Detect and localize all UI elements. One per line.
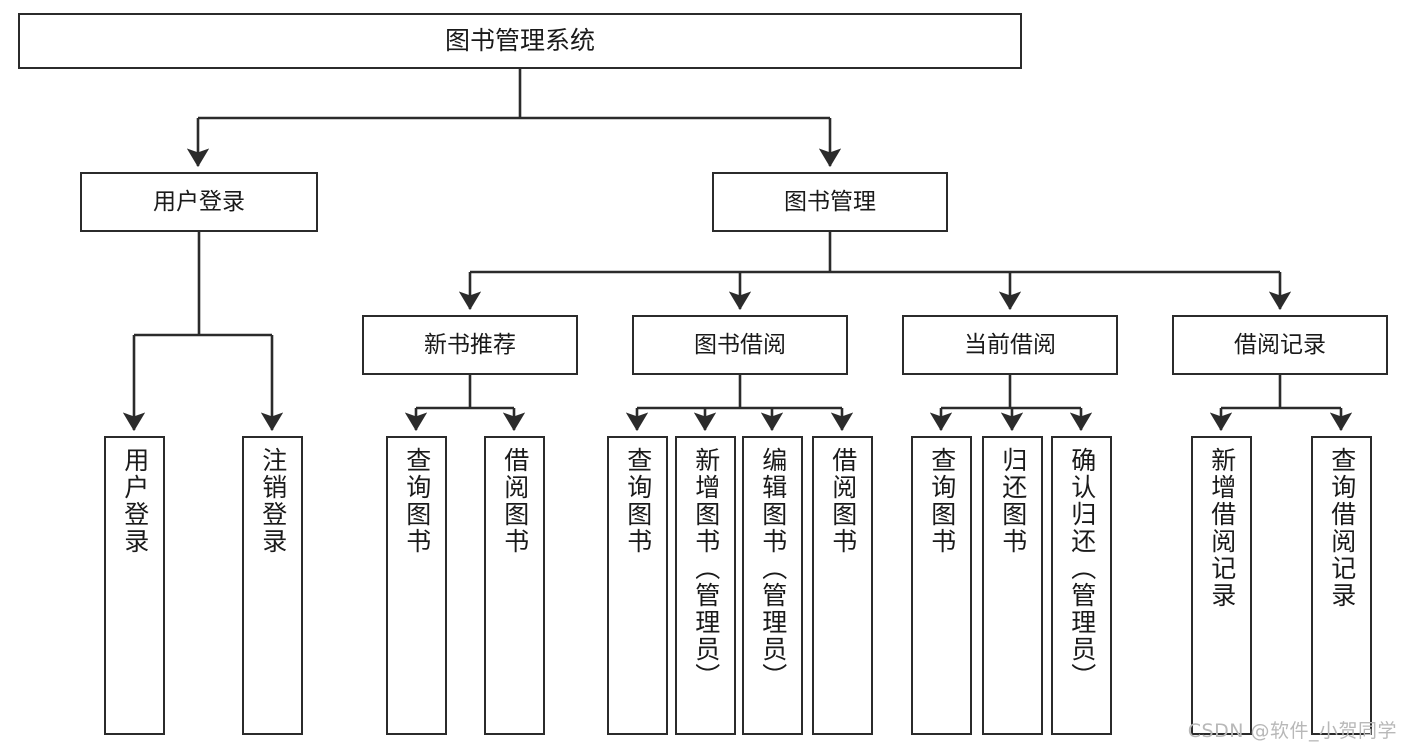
- node-label: 借阅图书: [828, 447, 858, 555]
- node-leaf-query-book-3[interactable]: 查询图书: [911, 436, 972, 735]
- node-label: 借阅记录: [1234, 331, 1326, 358]
- node-book-borrow[interactable]: 图书借阅: [632, 315, 848, 375]
- node-label: 查询图书: [402, 447, 432, 555]
- node-leaf-confirm-return[interactable]: 确认归还（管理员）: [1051, 436, 1112, 735]
- node-label: 查询借阅记录: [1327, 447, 1357, 609]
- node-label: 注销登录: [258, 447, 288, 555]
- node-book-manage[interactable]: 图书管理: [712, 172, 948, 232]
- node-root-system[interactable]: 图书管理系统: [18, 13, 1022, 69]
- node-leaf-query-record[interactable]: 查询借阅记录: [1311, 436, 1372, 735]
- node-label: 用户登录: [153, 188, 245, 215]
- node-current-borrow[interactable]: 当前借阅: [902, 315, 1118, 375]
- node-label: 归还图书: [998, 447, 1028, 555]
- node-label: 查询图书: [927, 447, 957, 555]
- node-label: 编辑图书（管理员）: [758, 447, 788, 690]
- node-borrow-record[interactable]: 借阅记录: [1172, 315, 1388, 375]
- node-leaf-query-book-2[interactable]: 查询图书: [607, 436, 668, 735]
- node-leaf-user-login[interactable]: 用户登录: [104, 436, 165, 735]
- node-leaf-add-book[interactable]: 新增图书（管理员）: [675, 436, 736, 735]
- node-label: 新增图书（管理员）: [691, 447, 721, 690]
- node-label: 当前借阅: [964, 331, 1056, 358]
- node-label: 用户登录: [120, 447, 150, 555]
- node-user-login[interactable]: 用户登录: [80, 172, 318, 232]
- node-label: 借阅图书: [500, 447, 530, 555]
- node-label: 查询图书: [623, 447, 653, 555]
- node-leaf-query-book-1[interactable]: 查询图书: [386, 436, 447, 735]
- node-label: 图书管理: [784, 188, 876, 215]
- node-label: 图书管理系统: [444, 25, 595, 55]
- node-leaf-borrow-book-2[interactable]: 借阅图书: [812, 436, 873, 735]
- node-label: 新增借阅记录: [1207, 447, 1237, 609]
- node-label: 确认归还（管理员）: [1067, 447, 1097, 690]
- node-leaf-return-book[interactable]: 归还图书: [982, 436, 1043, 735]
- node-label: 新书推荐: [424, 331, 516, 358]
- node-label: 图书借阅: [694, 331, 786, 358]
- csdn-watermark: CSDN @软件_小贺同学: [1187, 720, 1397, 742]
- node-leaf-edit-book[interactable]: 编辑图书（管理员）: [742, 436, 803, 735]
- node-new-book-recommend[interactable]: 新书推荐: [362, 315, 578, 375]
- node-leaf-borrow-book-1[interactable]: 借阅图书: [484, 436, 545, 735]
- node-leaf-logout[interactable]: 注销登录: [242, 436, 303, 735]
- node-leaf-add-record[interactable]: 新增借阅记录: [1191, 436, 1252, 735]
